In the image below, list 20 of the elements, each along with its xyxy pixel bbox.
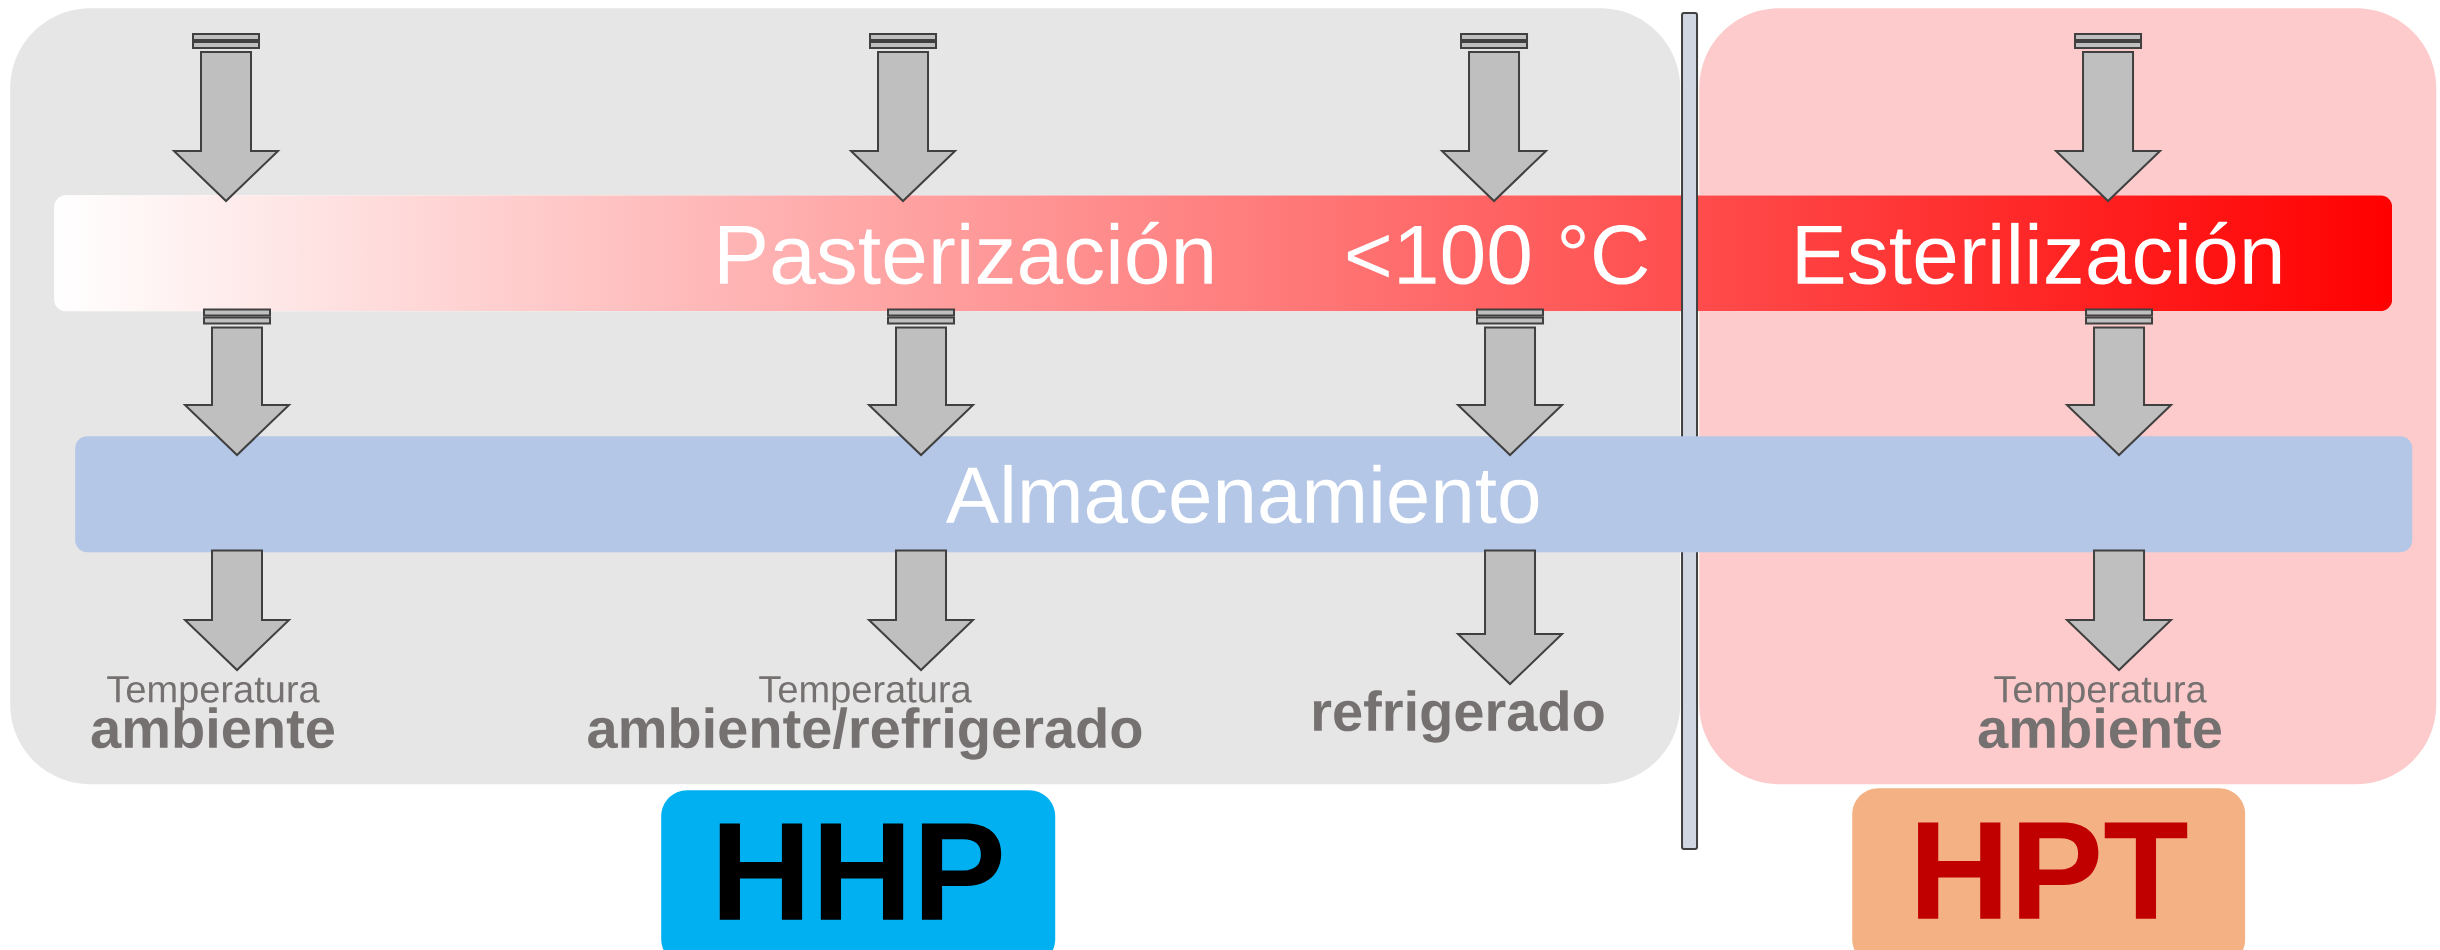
block-arrow — [866, 308, 976, 457]
block-arrow — [171, 33, 281, 203]
block-arrow — [182, 549, 292, 672]
technology-badge: HHP — [661, 790, 1056, 950]
block-arrow — [866, 549, 976, 672]
block-arrow — [1439, 33, 1549, 203]
storage-temperature-label: Temperatura ambiente/refrigerado — [588, 676, 1142, 760]
block-arrow — [1455, 549, 1565, 686]
storage-temperature-label: Temperatura ambiente — [1978, 676, 2222, 749]
block-arrow — [182, 308, 292, 457]
block-arrow — [2053, 33, 2163, 203]
storage-temperature-label: refrigerado — [1313, 690, 1604, 743]
storage-band: Almacenamiento — [75, 436, 2413, 553]
block-arrow — [2064, 549, 2174, 672]
block-arrow — [1455, 308, 1565, 457]
storage-temperature-label: Temperatura ambiente — [91, 676, 334, 749]
block-arrow — [848, 33, 958, 203]
technology-badge: HPT — [1852, 788, 2246, 950]
temperature-band: Pasterización <100 °C Esterilización — [54, 195, 2393, 312]
block-arrow — [2064, 308, 2174, 457]
